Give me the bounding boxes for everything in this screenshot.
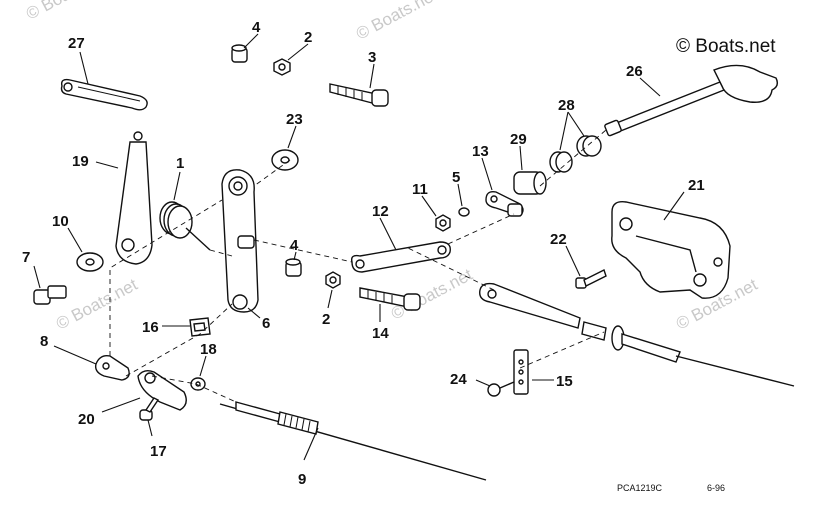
drawing-date: 6-96: [707, 483, 725, 493]
drawing-code: PCA1219C: [617, 483, 663, 493]
callout-26: 26: [626, 63, 643, 80]
callout-29: 29: [510, 131, 527, 148]
part-17-screw: [139, 397, 160, 421]
part-4-bushing-upper: [231, 44, 248, 63]
callout-2-lower: 2: [322, 311, 330, 328]
part-7-bolt: [33, 285, 67, 305]
callout-6: 6: [262, 315, 270, 332]
part-2-nut-upper: [273, 58, 291, 76]
part-cable-upper: [479, 282, 795, 387]
callout-28: 28: [558, 97, 575, 114]
callout-14: 14: [372, 325, 389, 342]
part-18-washer: [190, 377, 206, 391]
part-28-bushing-b: [576, 135, 602, 157]
part-27-link-bar: [60, 78, 148, 111]
callout-12: 12: [372, 203, 389, 220]
callout-4-upper: 4: [252, 19, 261, 36]
part-2-nut-lower: [325, 271, 341, 289]
callout-17: 17: [150, 443, 167, 460]
callout-24: 24: [450, 371, 467, 388]
callout-10: 10: [52, 213, 69, 230]
callout-3: 3: [368, 49, 376, 66]
part-26-shaft: [604, 64, 779, 137]
part-11-nut: [435, 214, 451, 232]
callout-9: 9: [298, 471, 306, 488]
part-1-spring: [159, 201, 211, 251]
watermark-3: © Boats.net: [53, 275, 141, 334]
callout-18: 18: [200, 341, 217, 358]
callout-5: 5: [452, 169, 460, 186]
callout-15: 15: [556, 373, 573, 390]
callout-8: 8: [40, 333, 48, 350]
part-14-screw: [359, 287, 421, 311]
part-15-plate: [513, 349, 529, 395]
callout-19: 19: [72, 153, 89, 170]
part-29-bushing: [513, 171, 547, 195]
watermark-2: © Boats.net: [353, 0, 441, 44]
part-5-washer: [458, 207, 470, 217]
part-9-cable-lower: [219, 401, 487, 481]
part-21-bracket: [611, 201, 731, 299]
watermark-1: © Boats.net: [23, 0, 111, 24]
callout-13: 13: [472, 143, 489, 160]
part-4-bushing-lower: [285, 258, 302, 277]
part-19-lever: [115, 131, 153, 265]
copyright-text: © Boats.net: [676, 36, 776, 57]
callout-21: 21: [688, 177, 705, 194]
callout-labels: 27 19 1 10 7 4 2 3 23 4 6 2 14 12 11 5 1…: [22, 19, 705, 488]
part-16-clip: [189, 317, 211, 337]
callout-11: 11: [412, 181, 428, 198]
callout-23: 23: [286, 111, 303, 128]
part-8-cable-end: [94, 354, 130, 381]
watermark-4: © Boats.net: [388, 265, 476, 324]
part-23-washer: [271, 149, 299, 171]
callout-2-upper: 2: [304, 29, 312, 46]
part-13-link: [485, 190, 524, 217]
callout-27: 27: [68, 35, 85, 52]
part-6-arm: [221, 169, 259, 313]
leader-lines: [33, 33, 685, 461]
assembly-lines: [109, 129, 607, 403]
callout-4-lower: 4: [290, 237, 299, 254]
part-3-screw: [329, 83, 389, 107]
part-24-screw: [487, 381, 515, 397]
callout-20: 20: [78, 411, 95, 428]
part-10-washer: [76, 252, 104, 272]
part-12-link-rod: [350, 241, 451, 273]
part-20-connector: [137, 369, 187, 411]
part-22-screw: [575, 269, 607, 289]
callout-22: 22: [550, 231, 567, 248]
callout-1: 1: [176, 155, 184, 172]
callout-7: 7: [22, 249, 30, 266]
callout-16: 16: [142, 319, 159, 336]
